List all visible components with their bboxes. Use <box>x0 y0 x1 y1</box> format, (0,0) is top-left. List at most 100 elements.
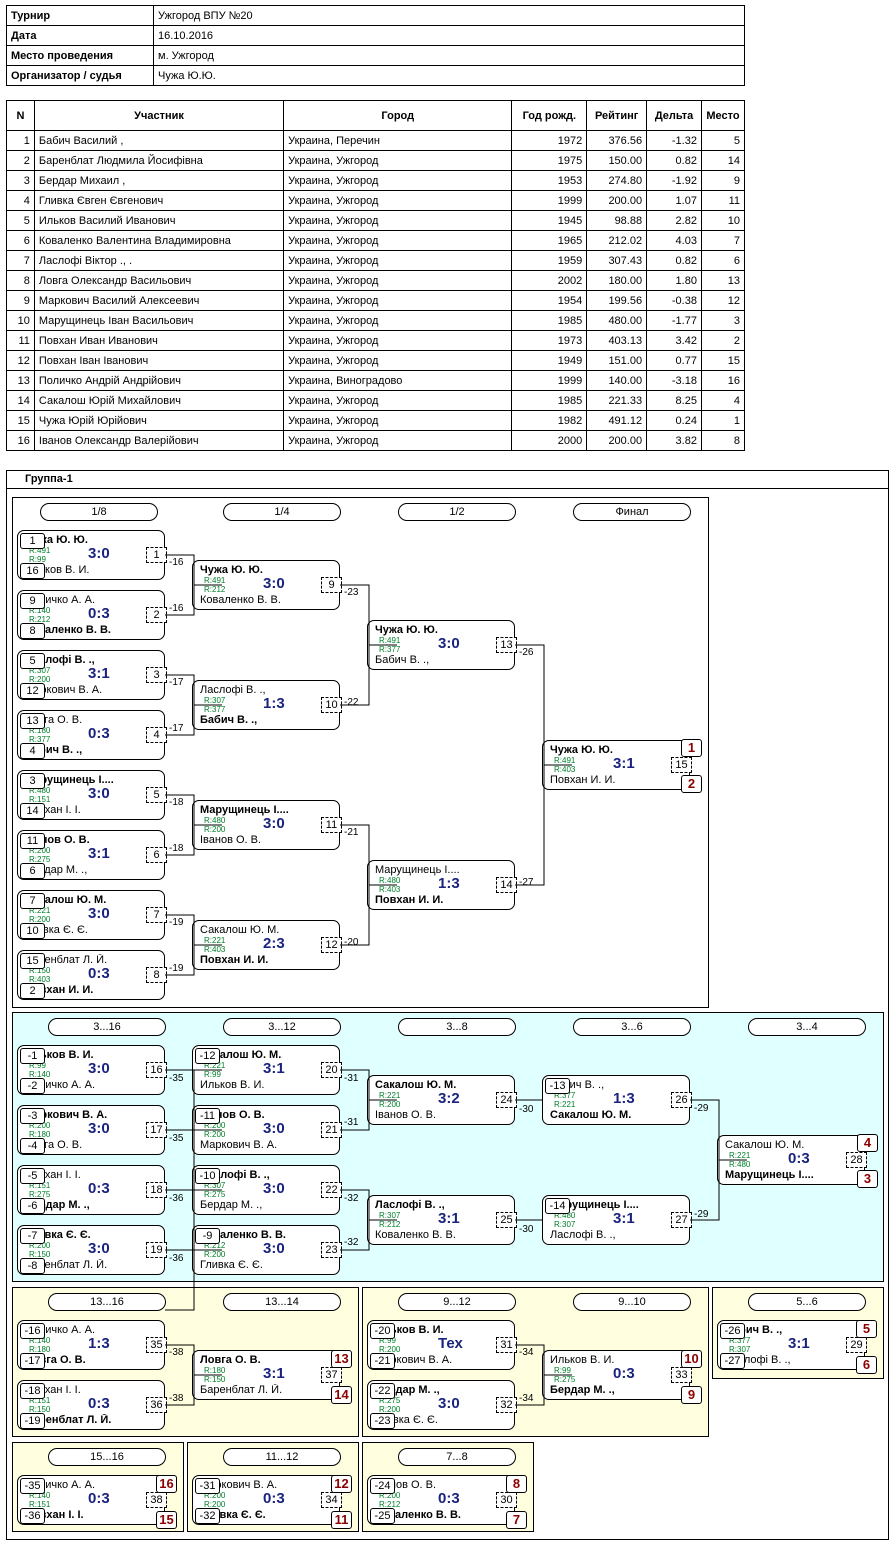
seed-box: 3 <box>20 773 45 789</box>
player-cell: 221.33 <box>586 390 648 411</box>
loser-label: -31 <box>344 1117 359 1128</box>
player-cell: 14 <box>700 150 746 171</box>
loser-label: -30 <box>519 1104 534 1115</box>
seed-box: -3 <box>20 1108 45 1124</box>
match-number: 26 <box>671 1092 692 1108</box>
round-header: 1/4 <box>223 503 341 521</box>
group-title: Группа-1 <box>25 473 73 485</box>
seed-box: 10 <box>20 923 45 939</box>
player-one-rating: R:212 <box>204 1241 226 1250</box>
player-one-rating: R:480 <box>204 816 226 825</box>
player-two-name: Гливка Є. Є. <box>200 1259 263 1271</box>
match-number: 5 <box>146 787 167 803</box>
player-cell: 6 <box>700 250 746 271</box>
seed-box: -24 <box>370 1478 395 1494</box>
player-one-rating: R:480 <box>379 876 401 885</box>
bracket-connector <box>515 1344 572 1406</box>
player-cell: 1945 <box>511 210 588 231</box>
round-header: 15...16 <box>48 1448 166 1466</box>
match-number: 29 <box>846 1337 867 1353</box>
player-one-name: Чужа Ю. Ю. <box>200 564 263 576</box>
match-score: 0:3 <box>88 605 110 622</box>
place-marker: 10 <box>681 1350 702 1368</box>
seed-box: -9 <box>195 1228 220 1244</box>
place-marker: 15 <box>156 1511 177 1529</box>
player-two-name: Сакалош Ю. М. <box>550 1109 632 1121</box>
player-two-rating: R:200 <box>29 915 51 924</box>
player-two-rating: R:307 <box>554 1220 576 1229</box>
player-one-name: Марущинець І.... <box>25 774 114 786</box>
loser-label: -16 <box>169 603 184 614</box>
player-two-name: Бабич В. ., <box>375 654 430 666</box>
seed-box: -7 <box>20 1228 45 1244</box>
player-two-name: Марущинець І.... <box>725 1169 814 1181</box>
player-one-name: Ловга О. В. <box>200 1354 261 1366</box>
player-cell: -1.77 <box>646 310 702 331</box>
place-marker: 9 <box>681 1386 702 1404</box>
seed-box: -26 <box>720 1323 745 1339</box>
bracket-connector <box>165 1249 222 1311</box>
match-number: 18 <box>146 1182 167 1198</box>
loser-label: -38 <box>169 1347 184 1358</box>
player-one-rating: R:180 <box>29 726 51 735</box>
seed-box: -25 <box>370 1508 395 1524</box>
seed-box: -17 <box>20 1353 45 1369</box>
place-marker: 16 <box>156 1475 177 1493</box>
seed-box: -4 <box>20 1138 45 1154</box>
match-score: 3:0 <box>438 1395 460 1412</box>
player-one-rating: R:377 <box>554 1091 576 1100</box>
player-one-name: Чужа Ю. Ю. <box>375 624 438 636</box>
place-marker: 11 <box>331 1511 352 1529</box>
player-one-rating: R:140 <box>29 606 51 615</box>
bracket-connector <box>340 1069 397 1131</box>
player-one-rating: R:200 <box>379 1491 401 1500</box>
match-score: 3:2 <box>438 1090 460 1107</box>
round-header: 1/8 <box>40 503 158 521</box>
player-cell: 180.00 <box>586 270 648 291</box>
player-one-name: Марущинець І.... <box>200 804 289 816</box>
group-panel: Группа-1 <box>6 470 889 1540</box>
loser-label: -18 <box>169 797 184 808</box>
match-number: 4 <box>146 727 167 743</box>
loser-label: -32 <box>344 1193 359 1204</box>
player-two-name: Бердар М. ., <box>550 1384 615 1396</box>
player-one-rating: R:140 <box>29 1491 51 1500</box>
player-cell: Украина, Ужгород <box>283 230 513 251</box>
seed-box: -16 <box>20 1323 45 1339</box>
seed-box: -8 <box>20 1258 45 1274</box>
seed-box: -11 <box>195 1108 220 1124</box>
match-number: 10 <box>321 697 342 713</box>
match-score: 0:3 <box>88 725 110 742</box>
seed-box: 4 <box>20 743 45 759</box>
player-two-rating: R:212 <box>379 1220 401 1229</box>
player-cell: 307.43 <box>586 250 648 271</box>
player-two-rating: R:275 <box>29 1190 51 1199</box>
player-cell: 0.82 <box>646 250 702 271</box>
bracket-connector <box>165 1344 222 1406</box>
player-one-rating: R:151 <box>29 1181 51 1190</box>
group-title-divider <box>7 488 888 489</box>
match-score: 3:0 <box>263 575 285 592</box>
player-two-rating: R:151 <box>29 1500 51 1509</box>
player-two-rating: R:180 <box>29 1130 51 1139</box>
player-two-rating: R:403 <box>29 975 51 984</box>
seed-box: 13 <box>20 713 45 729</box>
loser-label: -19 <box>169 917 184 928</box>
player-two-rating: R:403 <box>554 765 576 774</box>
loser-label: -38 <box>169 1393 184 1404</box>
player-two-name: Повхан И. И. <box>200 954 269 966</box>
match-score: 3:1 <box>613 1210 635 1227</box>
player-cell: 8 <box>700 430 746 451</box>
player-one-rating: R:140 <box>29 1336 51 1345</box>
bracket-connector <box>165 1069 222 1131</box>
player-two-name: Маркович В. А. <box>200 1139 278 1151</box>
match-score: 3:0 <box>88 785 110 802</box>
player-two-rating: R:212 <box>379 1500 401 1509</box>
info-label: Место проведения <box>6 45 154 66</box>
player-cell: 1949 <box>511 350 588 371</box>
match-score: 0:3 <box>613 1365 635 1382</box>
match-score: 3:1 <box>263 1060 285 1077</box>
